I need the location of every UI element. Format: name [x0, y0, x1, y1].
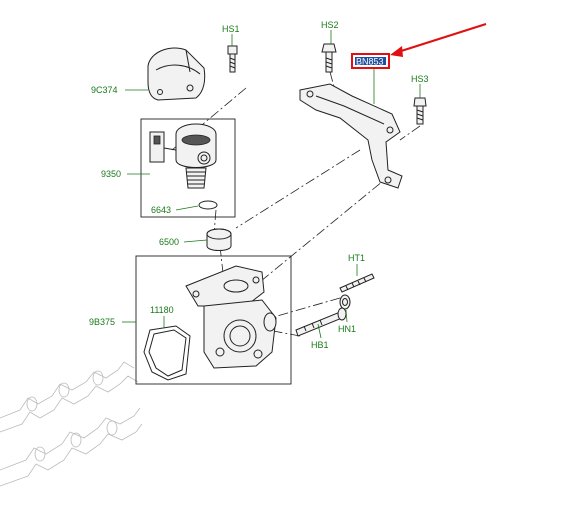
label-bracket: BN853 [356, 57, 384, 67]
label-pump: 9350 [101, 169, 121, 179]
camshafts [0, 361, 143, 487]
label-gasket: 11180 [150, 305, 174, 315]
stud-ht1 [339, 273, 375, 293]
label-housing: 9B375 [89, 317, 115, 327]
bolt-hs2 [321, 43, 337, 73]
pump-housing [185, 265, 277, 369]
label-hs2: HS2 [321, 20, 339, 30]
nut-hn1 [339, 294, 351, 310]
mounting-bracket [299, 83, 403, 189]
housing-gasket [143, 325, 191, 381]
label-hs1: HS1 [222, 24, 240, 34]
bolt-hs3 [413, 97, 427, 125]
label-hb1: HB1 [311, 340, 329, 350]
label-ht1: HT1 [348, 253, 365, 263]
red-arrow-icon [390, 22, 487, 57]
label-follower: 6500 [159, 237, 179, 247]
label-oring: 6643 [151, 205, 171, 215]
pump-follower [206, 228, 232, 251]
highlight-selection [355, 57, 386, 65]
highlighted-part-callout[interactable]: BN853 [351, 53, 390, 69]
o-ring [198, 200, 218, 210]
label-hs3: HS3 [411, 74, 429, 84]
bolt-hs1 [227, 45, 238, 73]
housing-group-box [135, 255, 292, 385]
fuel-pump [149, 123, 217, 189]
leader-lines [122, 30, 421, 339]
label-cover: 9C374 [91, 85, 118, 95]
pump-cover [147, 47, 206, 101]
label-hn1: HN1 [338, 324, 356, 334]
pump-group-box [140, 118, 236, 218]
